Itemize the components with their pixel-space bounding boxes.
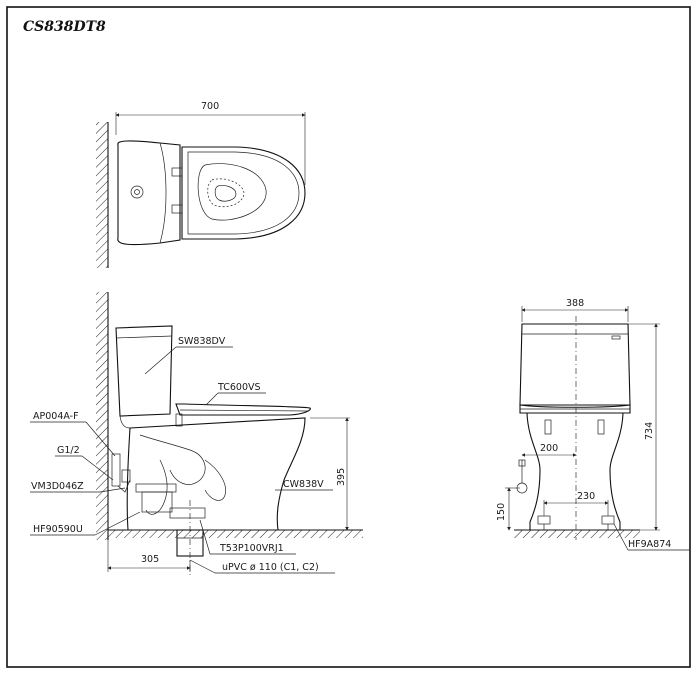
dim-wall-offset: 305: [141, 554, 159, 565]
dim-side-height: 395: [336, 468, 347, 486]
top-view-wall-hatch: [96, 122, 108, 268]
label-bowl: CW838V: [283, 479, 324, 490]
side-view-floor-hatch: [108, 530, 363, 538]
top-view-seat: [181, 146, 306, 240]
dim-inlet-offset: 200: [540, 443, 558, 454]
side-view-bowl: [126, 417, 306, 531]
label-pipe: uPVC ø 110 (C1, C2): [222, 562, 319, 573]
label-tank: SW838DV: [178, 336, 226, 347]
label-angle-valve: AP004A-F: [33, 411, 79, 422]
model-title: CS838DT8: [23, 19, 106, 35]
label-floor-fitting: HF90590U: [33, 524, 83, 535]
front-view-bowl: [526, 412, 541, 530]
front-view-floor-hatch: [514, 530, 640, 538]
label-front-fitting: HF9A874: [628, 539, 671, 550]
dim-outlet-height: 150: [496, 503, 507, 521]
dim-front-height: 734: [644, 422, 655, 440]
side-view-tank: [115, 325, 173, 417]
dim-front-width: 388: [566, 298, 584, 309]
label-adapter: T53P100VRJ1: [219, 543, 284, 554]
dim-top-width: 700: [201, 101, 219, 112]
front-view: 388 734 200 230 150 HF9A874: [496, 298, 690, 551]
flush-button-icon: [130, 185, 144, 199]
label-inlet-size: G1/2: [57, 445, 80, 456]
drawing-border: [6, 6, 691, 668]
side-view-seat: [175, 403, 311, 416]
dim-bolt-spacing: 230: [577, 491, 595, 502]
side-view-wall-hatch: [96, 292, 108, 540]
side-view: 395 305 SW838DV TC600VS AP004A-F G1/2 VM…: [30, 292, 363, 575]
label-seat: TC600VS: [217, 382, 261, 393]
label-hose: VM3D046Z: [31, 481, 84, 492]
top-view: 700: [96, 101, 306, 268]
top-view-tank: [117, 140, 181, 246]
